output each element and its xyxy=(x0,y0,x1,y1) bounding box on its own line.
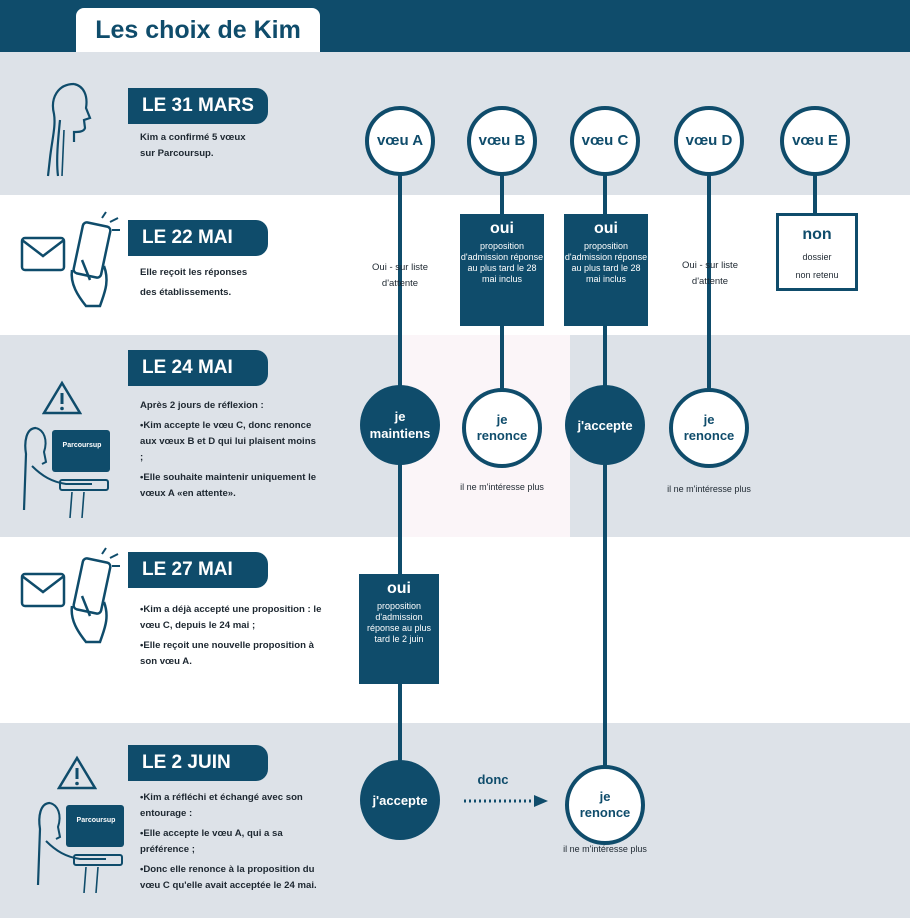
desc-2-juin: Kim a réfléchi et échangé avec son entou… xyxy=(140,790,330,898)
decision-c-2juin-note: il ne m'intéresse plus xyxy=(563,844,647,854)
person-at-computer-illustration: Parcoursup xyxy=(22,420,112,520)
desc-24-mai: Après 2 jours de réflexion : Kim accepte… xyxy=(140,398,320,506)
decision-b-note: il ne m'intéresse plus xyxy=(460,482,544,492)
line-voeu-c xyxy=(603,160,607,805)
date-22-mai: LE 22 MAI xyxy=(128,220,268,256)
voeu-c-circle: vœu C xyxy=(570,106,640,176)
screen-label: Parcoursup xyxy=(62,442,102,449)
person-at-computer-illustration-2: Parcoursup xyxy=(36,795,126,895)
person-profile-icon xyxy=(46,82,92,177)
response-a-27mai-box: oui proposition d'admission réponse au p… xyxy=(359,574,439,684)
decision-a-24mai: je maintiens xyxy=(360,385,440,465)
voeu-a-circle: vœu A xyxy=(365,106,435,176)
desc-31-mars: Kim a confirmé 5 vœux sur Parcoursup. xyxy=(140,132,246,159)
warning-triangle-icon-2 xyxy=(57,755,97,790)
line-voeu-d xyxy=(707,160,711,430)
arrow-label-donc: donc xyxy=(477,772,509,787)
decision-a-2juin: j'accepte xyxy=(360,760,440,840)
desc-22-mai: Elle reçoit les réponses des établisseme… xyxy=(140,267,248,298)
envelope-phone-icon-2 xyxy=(20,547,120,644)
date-27-mai: LE 27 MAI xyxy=(128,552,268,588)
person-at-computer-icon xyxy=(22,426,110,519)
dotted-arrow-icon xyxy=(464,795,548,807)
voeu-e-circle: vœu E xyxy=(780,106,850,176)
date-31-mars: LE 31 MARS xyxy=(128,88,268,124)
decision-b-24mai: je renonce xyxy=(462,388,542,468)
response-e-22mai-box: non dossier non retenu xyxy=(776,213,858,291)
response-a-22mai: Oui - sur liste d'attente xyxy=(372,262,428,289)
page-title: Les choix de Kim xyxy=(76,8,320,52)
response-b-22mai-box: oui proposition d'admission réponse au p… xyxy=(460,214,544,326)
warning-triangle-icon xyxy=(42,380,82,415)
date-24-mai: LE 24 MAI xyxy=(128,350,268,386)
line-voeu-e xyxy=(813,160,817,220)
desc-27-mai: Kim a déjà accepté une proposition : le … xyxy=(140,602,330,674)
band-22-mai xyxy=(0,195,910,335)
person-at-computer-icon-2 xyxy=(36,801,124,894)
decision-d-24mai: je renonce xyxy=(669,388,749,468)
decision-d-note: il ne m'intéresse plus xyxy=(667,484,751,494)
envelope-phone-icon xyxy=(20,211,120,308)
response-d-22mai: Oui - sur liste d'attente xyxy=(682,260,738,287)
response-c-22mai-box: oui proposition d'admission réponse au p… xyxy=(564,214,648,326)
screen-label-2: Parcoursup xyxy=(76,817,116,824)
decision-c-2juin: je renonce xyxy=(565,765,645,845)
date-2-juin: LE 2 JUIN xyxy=(128,745,268,781)
decision-c-24mai: j'accepte xyxy=(565,385,645,465)
line-voeu-a xyxy=(398,160,402,820)
voeu-d-circle: vœu D xyxy=(674,106,744,176)
voeu-b-circle: vœu B xyxy=(467,106,537,176)
